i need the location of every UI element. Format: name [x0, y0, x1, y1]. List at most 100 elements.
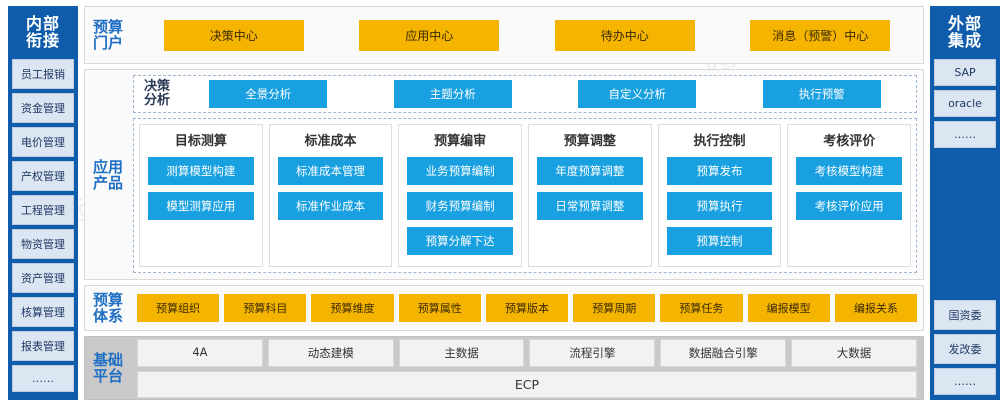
product-column-execution-control: 执行控制 预算发布 预算执行 预算控制: [657, 124, 782, 267]
column-2-item-2[interactable]: 预算分解下达: [407, 227, 514, 255]
column-2-item-1[interactable]: 财务预算编制: [407, 192, 514, 220]
left-rail-item-1[interactable]: 资金管理: [12, 93, 74, 123]
column-0-item-1[interactable]: 模型测算应用: [148, 192, 254, 220]
column-title: 预算调整: [563, 134, 616, 149]
analysis-item-3[interactable]: 执行预警: [762, 80, 881, 108]
system-item-5[interactable]: 预算周期: [573, 294, 656, 322]
left-rail-item-3[interactable]: 产权管理: [12, 161, 74, 191]
left-rail-item-7[interactable]: 核算管理: [12, 297, 74, 327]
system-item-3[interactable]: 预算属性: [398, 294, 481, 322]
decision-analysis-items: 全景分析 主题分析 自定义分析 执行预警: [180, 80, 910, 108]
system-items: 预算组织 预算科目 预算维度 预算属性 预算版本 预算周期 预算任务 编报模型 …: [131, 286, 923, 330]
band-label-platform: 基础 平台: [85, 337, 131, 399]
portal-item-2[interactable]: 待办中心: [554, 19, 695, 51]
right-rail-title-line2: 集成: [947, 31, 982, 50]
right-rail-bottom-item-1[interactable]: 发改委: [934, 334, 996, 364]
analysis-item-1[interactable]: 主题分析: [393, 80, 512, 108]
portal-item-0[interactable]: 决策中心: [163, 19, 304, 51]
left-rail-title-line1: 内部: [25, 14, 60, 33]
column-1-item-1[interactable]: 标准作业成本: [277, 192, 384, 220]
left-rail-item-9[interactable]: ……: [12, 365, 74, 392]
portal-label-line1: 预算: [92, 18, 123, 36]
apps-body: 决策 分析 全景分析 主题分析 自定义分析 执行预警 目: [131, 70, 923, 279]
system-label-line1: 预算: [92, 291, 123, 309]
product-column-budget-adjustment: 预算调整 年度预算调整 日常预算调整: [528, 124, 652, 267]
platform-item-ecp[interactable]: ECP: [137, 370, 917, 398]
column-title: 预算编审: [434, 134, 487, 149]
analysis-label-line1: 决策: [143, 79, 170, 94]
column-title: 目标测算: [174, 134, 227, 149]
system-item-0[interactable]: 预算组织: [137, 294, 220, 322]
column-title: 执行控制: [693, 134, 746, 149]
product-columns-box: 目标测算 测算模型构建 模型测算应用 标准成本 标准成本管理 标准作业成本 预算…: [133, 118, 917, 273]
left-rail-item-6[interactable]: 资产管理: [12, 263, 74, 293]
platform-item-0[interactable]: 4A: [137, 338, 263, 367]
band-application-products: 应用 产品 决策 分析 全景分析 主题分析 自定义分析: [84, 69, 924, 280]
decision-analysis-box: 决策 分析 全景分析 主题分析 自定义分析 执行预警: [133, 75, 917, 113]
left-rail-item-4[interactable]: 工程管理: [12, 195, 74, 225]
portal-item-1[interactable]: 应用中心: [359, 19, 500, 51]
platform-item-2[interactable]: 主数据: [398, 338, 525, 367]
column-4-item-2[interactable]: 预算控制: [666, 227, 773, 255]
left-rail-title-line2: 衔接: [25, 31, 60, 50]
apps-label-line2: 产品: [92, 173, 123, 192]
system-item-8[interactable]: 编报关系: [834, 294, 917, 322]
band-label-portal: 预算 门户: [85, 7, 131, 63]
apps-label-line1: 应用: [92, 157, 123, 176]
product-column-target-estimation: 目标测算 测算模型构建 模型测算应用: [139, 124, 263, 267]
left-rail-item-5[interactable]: 物资管理: [12, 229, 74, 259]
system-item-6[interactable]: 预算任务: [660, 294, 743, 322]
analysis-item-0[interactable]: 全景分析: [209, 80, 328, 108]
platform-row-components: 4A 动态建模 主数据 流程引擎 数据融合引擎 大数据: [137, 338, 917, 367]
system-item-7[interactable]: 编报模型: [747, 294, 830, 322]
portal-item-3[interactable]: 消息（预警）中心: [750, 19, 891, 51]
system-label-line2: 体系: [92, 307, 123, 325]
product-column-standard-cost: 标准成本 标准成本管理 标准作业成本: [268, 124, 393, 267]
decision-analysis-label: 决策 分析: [140, 80, 174, 108]
column-title: 考核评价: [823, 134, 876, 149]
column-3-item-0[interactable]: 年度预算调整: [537, 157, 643, 185]
band-budget-system: 预算 体系 预算组织 预算科目 预算维度 预算属性 预算版本 预算周期 预算任务…: [84, 285, 924, 331]
column-2-item-0[interactable]: 业务预算编制: [407, 157, 514, 185]
platform-item-5[interactable]: 大数据: [791, 338, 917, 367]
left-rail-title: 内部 衔接: [26, 11, 60, 55]
system-item-2[interactable]: 预算维度: [311, 294, 394, 322]
platform-label-line2: 平台: [92, 367, 123, 385]
left-rail-item-0[interactable]: 员工报销: [12, 59, 74, 89]
column-0-item-0[interactable]: 测算模型构建: [148, 157, 254, 185]
right-rail-bottom-item-0[interactable]: 国资委: [934, 300, 996, 330]
platform-body: 4A 动态建模 主数据 流程引擎 数据融合引擎 大数据 ECP: [131, 337, 923, 399]
left-rail-item-2[interactable]: 电价管理: [12, 127, 74, 157]
column-4-item-0[interactable]: 预算发布: [666, 157, 773, 185]
right-rail-top-item-1[interactable]: oracle: [934, 90, 996, 117]
column-4-item-1[interactable]: 预算执行: [666, 192, 773, 220]
column-5-item-0[interactable]: 考核模型构建: [796, 157, 903, 185]
platform-label-line1: 基础: [92, 351, 123, 369]
platform-item-1[interactable]: 动态建模: [267, 338, 394, 367]
system-item-1[interactable]: 预算科目: [224, 294, 307, 322]
portal-items: 决策中心 应用中心 待办中心 消息（预警）中心: [131, 7, 923, 63]
right-rail-title-line1: 外部: [947, 14, 982, 33]
column-5-item-1[interactable]: 考核评价应用: [796, 192, 903, 220]
product-column-assessment-evaluation: 考核评价 考核模型构建 考核评价应用: [787, 124, 912, 267]
band-foundation-platform: 基础 平台 4A 动态建模 主数据 流程引擎 数据融合引擎 大数据 ECP: [84, 336, 924, 400]
right-rail-top-item-0[interactable]: SAP: [934, 59, 996, 86]
analysis-item-2[interactable]: 自定义分析: [578, 80, 697, 108]
analysis-label-line2: 分析: [143, 93, 170, 108]
system-item-4[interactable]: 预算版本: [485, 294, 569, 322]
portal-label-line2: 门户: [92, 34, 123, 52]
column-title: 标准成本: [304, 134, 357, 149]
platform-item-4[interactable]: 数据融合引擎: [660, 338, 787, 367]
left-rail-internal-integration: 内部 衔接 员工报销 资金管理 电价管理 产权管理 工程管理 物资管理 资产管理…: [8, 6, 78, 400]
decision-analysis-row: 决策 分析 全景分析 主题分析 自定义分析 执行预警: [140, 80, 910, 108]
platform-item-3[interactable]: 流程引擎: [529, 338, 656, 367]
product-column-budget-preparation: 预算编审 业务预算编制 财务预算编制 预算分解下达: [398, 124, 523, 267]
right-rail-top-item-2[interactable]: ……: [934, 121, 996, 148]
platform-row-ecp: ECP: [137, 370, 917, 398]
right-rail-bottom-item-2[interactable]: ……: [934, 368, 996, 395]
column-1-item-0[interactable]: 标准成本管理: [277, 157, 384, 185]
column-3-item-1[interactable]: 日常预算调整: [537, 192, 643, 220]
left-rail-item-8[interactable]: 报表管理: [12, 331, 74, 361]
right-rail-external-integration: 外部 集成 SAP oracle …… 国资委 发改委 ……: [930, 6, 1000, 400]
